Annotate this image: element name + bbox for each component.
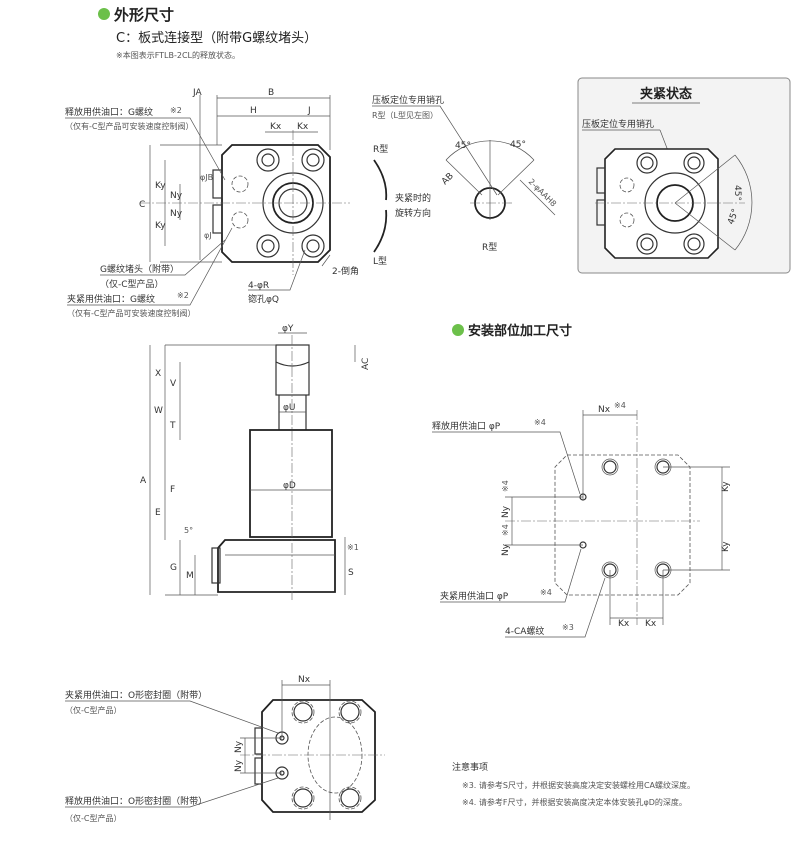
bottom-clamp-port: 夹紧用供油口：O形密封圈（附带） bbox=[65, 689, 207, 701]
dim-x: X bbox=[155, 369, 161, 379]
section-title-outline: 外形尺寸 bbox=[113, 6, 174, 24]
dim-t: T bbox=[169, 421, 176, 431]
clamp-angle-top: 45° bbox=[732, 185, 742, 201]
dim-jb: φJB bbox=[200, 173, 213, 182]
bottom-release-note: （仅-C型产品） bbox=[65, 813, 121, 823]
install-thread: 4-CA螺纹 bbox=[505, 625, 544, 637]
dim-5deg: 5° bbox=[184, 526, 193, 535]
install-ny-1: Ny bbox=[501, 505, 511, 518]
bottom-view: Nx Ny Ny 夹紧用供油口：O形密封圈（附带） （仅-C型产品） 释放用供油… bbox=[65, 675, 385, 823]
clamp-port-note: （仅有-C型产品可安装速度控制阀） bbox=[67, 308, 195, 318]
pin-hole-label: 压板定位专用销孔 bbox=[372, 94, 444, 106]
dim-j-dia: φJ bbox=[204, 231, 212, 240]
bottom-ny-1: Ny bbox=[234, 740, 244, 753]
dim-kx-1: Kx bbox=[270, 122, 282, 132]
section-title-install: 安装部位加工尺寸 bbox=[468, 323, 572, 339]
install-release-mark: ※4 bbox=[534, 418, 546, 427]
install-kx-2: Kx bbox=[645, 619, 657, 629]
rotation-direction: R型 夹紧时的 旋转方向 L型 bbox=[373, 144, 431, 267]
dim-ja: JA bbox=[192, 88, 202, 98]
release-port-mark: ※2 bbox=[170, 106, 182, 115]
pin-detail: 压板定位专用销孔 R型（L型见左图） 45° 45° AB 2-φAAH8 R型 bbox=[372, 94, 558, 253]
release-port-note: （仅有-C型产品可安装速度控制阀） bbox=[65, 121, 193, 131]
dim-u: φU bbox=[283, 403, 296, 413]
install-ny-2: Ny bbox=[501, 543, 511, 556]
section-bullet-icon bbox=[452, 324, 464, 336]
dim-v: V bbox=[170, 379, 177, 389]
top-note: ※本图表示FTLB-2CL的释放状态。 bbox=[116, 50, 240, 60]
dim-b: B bbox=[268, 88, 274, 98]
clamp-port-mark: ※2 bbox=[177, 291, 189, 300]
dim-y: φY bbox=[282, 324, 294, 334]
dim-ab: AB bbox=[440, 171, 456, 187]
dim-ky-2: Ky bbox=[155, 221, 166, 231]
holes-label: 4-φR bbox=[248, 281, 269, 291]
install-nx-mark: ※4 bbox=[614, 401, 626, 410]
angle-left: 45° bbox=[455, 141, 471, 151]
pin-type-label: R型 bbox=[482, 242, 497, 253]
release-port-label: 释放用供油口：G螺纹 bbox=[65, 106, 153, 118]
subtitle: C：板式连接型（附带G螺纹堵头） bbox=[116, 30, 317, 46]
dim-ac: AC bbox=[361, 358, 371, 370]
dim-e: E bbox=[155, 508, 161, 518]
dim-a: A bbox=[140, 476, 147, 486]
dim-s-mark: ※1 bbox=[347, 543, 359, 552]
notes-title: 注意事项 bbox=[452, 761, 488, 773]
chamfer-label: 2-倒角 bbox=[332, 265, 359, 277]
angle-right: 45° bbox=[510, 140, 526, 150]
dim-w: W bbox=[154, 406, 163, 416]
note-item: ※4. 请参考F尺寸，并根据安装高度决定本体安装孔φD的深度。 bbox=[462, 797, 687, 807]
install-thread-mark: ※3 bbox=[562, 623, 574, 632]
install-ky-2: Ky bbox=[721, 541, 731, 552]
side-view: φY AC X V W T φU A E F φD 5° G M S ※1 bbox=[140, 324, 371, 600]
rotation-line2: 旋转方向 bbox=[395, 207, 431, 219]
dim-ny-2: Ny bbox=[170, 209, 183, 219]
dim-s: S bbox=[348, 568, 354, 578]
install-clamp-mark: ※4 bbox=[540, 588, 552, 597]
dim-f: F bbox=[170, 485, 175, 495]
clamp-state-pin-label: 压板定位专用销孔 bbox=[582, 118, 654, 130]
dim-aa: 2-φAAH8 bbox=[527, 177, 558, 208]
notes: 注意事项 ※3. 请参考S尺寸，并根据安装高度决定安装螺栓用CA螺纹深度。 ※4… bbox=[452, 761, 695, 807]
install-clamp-port: 夹紧用供油口 φP bbox=[440, 590, 509, 602]
bottom-release-port: 释放用供油口：O形密封圈（附带） bbox=[65, 795, 207, 807]
pin-hole-sublabel: R型（L型见左图） bbox=[372, 110, 438, 120]
dim-ny-1: Ny bbox=[170, 191, 183, 201]
install-ky-1: Ky bbox=[721, 481, 731, 492]
plug-note: （仅-C型产品） bbox=[100, 278, 164, 290]
install-pattern: Nx ※4 释放用供油口 φP ※4 夹紧用供油口 φP ※4 4-CA螺纹 ※… bbox=[432, 401, 731, 638]
plan-view: JA B H J Kx Kx Ky Ky C Ny Ny φJB φJ 释放用供… bbox=[65, 88, 359, 318]
bottom-clamp-note: （仅-C型产品） bbox=[65, 705, 121, 715]
l-type-label: L型 bbox=[373, 256, 387, 267]
dim-d: φD bbox=[283, 481, 296, 491]
clamp-state-title: 夹紧状态 bbox=[640, 86, 692, 102]
clamp-state-panel: 夹紧状态 压板定位专用销孔 45° 45° bbox=[577, 77, 791, 274]
install-release-port: 释放用供油口 φP bbox=[432, 420, 501, 432]
dim-h: H bbox=[250, 106, 257, 116]
section-bullet-icon bbox=[98, 8, 110, 20]
r-type-label: R型 bbox=[373, 144, 388, 155]
dim-m: M bbox=[186, 571, 194, 581]
install-nx: Nx bbox=[598, 405, 611, 415]
clamp-port-label: 夹紧用供油口：G螺纹 bbox=[67, 293, 155, 305]
dim-c: C bbox=[139, 200, 145, 210]
rotation-line1: 夹紧时的 bbox=[395, 192, 431, 204]
bottom-nx: Nx bbox=[298, 675, 311, 685]
dim-ky-1: Ky bbox=[155, 181, 166, 191]
install-ny-mark-2: ※4 bbox=[501, 524, 510, 536]
dim-g: G bbox=[170, 563, 177, 573]
install-ny-mark-1: ※4 bbox=[501, 480, 510, 492]
note-item: ※3. 请参考S尺寸，并根据安装高度决定安装螺栓用CA螺纹深度。 bbox=[462, 780, 695, 790]
install-kx-1: Kx bbox=[618, 619, 630, 629]
plug-label: G螺纹堵头（附带） bbox=[100, 263, 179, 275]
dim-kx-2: Kx bbox=[297, 122, 309, 132]
bottom-ny-2: Ny bbox=[234, 759, 244, 772]
counterbore-label: 锪孔φQ bbox=[248, 293, 279, 305]
dim-j: J bbox=[307, 106, 311, 116]
